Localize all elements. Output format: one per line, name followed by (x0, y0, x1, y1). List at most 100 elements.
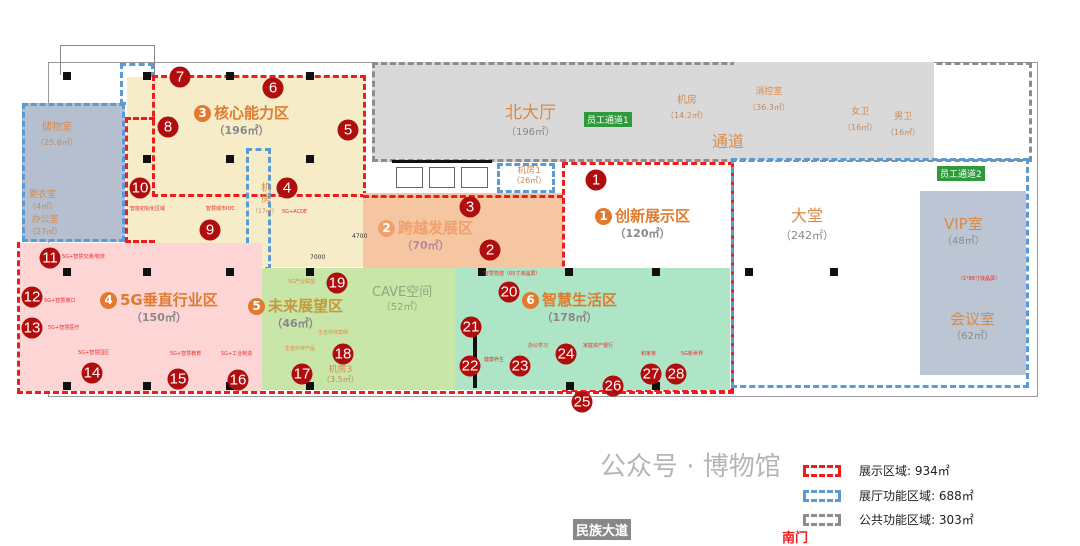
marker-23[interactable]: 23 (509, 355, 531, 377)
caption: 5G产业联盟 (288, 279, 316, 285)
marker-7[interactable]: 7 (169, 66, 191, 88)
marker-10[interactable]: 10 (129, 177, 151, 199)
legend-swatch (803, 489, 841, 502)
caption: 家庭资产银行 (583, 343, 614, 349)
column (306, 382, 314, 390)
legend-label: 公共功能区域: (859, 513, 936, 527)
caption: 智慧城市IOC (206, 206, 235, 212)
marker-6[interactable]: 6 (262, 77, 284, 99)
legend-value: 303㎡ (938, 513, 974, 527)
function-area-boundary-west (22, 103, 125, 242)
column (652, 268, 660, 276)
column (306, 268, 314, 276)
marker-28[interactable]: 28 (665, 363, 687, 385)
caption: 智能初始化区域 (130, 206, 166, 212)
column (306, 155, 314, 163)
marker-20[interactable]: 20 (498, 281, 520, 303)
vip-room-label: VIP室（48㎡） (942, 215, 985, 247)
caption: 5G+智慧港口 (44, 298, 76, 304)
marker-11[interactable]: 11 (39, 247, 61, 269)
column (566, 382, 574, 390)
column (226, 72, 234, 80)
legend-swatch (803, 513, 841, 526)
marker-14[interactable]: 14 (81, 362, 103, 384)
legend-value: 934㎡ (914, 464, 950, 478)
column (830, 268, 838, 276)
exhibit-boundary-core-west (125, 117, 155, 243)
column (478, 268, 486, 276)
stairwell-north (60, 45, 155, 75)
caption: 5G+智慧交通/物流 (62, 254, 105, 260)
marker-16[interactable]: 16 (227, 369, 249, 391)
marker-15[interactable]: 15 (167, 368, 189, 390)
marker-1[interactable]: 1 (585, 169, 607, 191)
marker-17[interactable]: 17 (291, 363, 313, 385)
marker-5[interactable]: 5 (337, 119, 359, 141)
column (652, 382, 660, 390)
caption: 和家亲 (641, 351, 657, 357)
legend-exhibit: 展示区域: 934㎡ (803, 462, 950, 479)
dimension-label: 7000 (310, 254, 326, 261)
machine-room-2-area: （17㎡） (252, 208, 278, 215)
street-label: 民族大道 (573, 519, 632, 540)
wall (473, 318, 477, 388)
column (143, 72, 151, 80)
machine-room-1-boundary (497, 163, 555, 193)
exhibit-boundary-leap (363, 160, 563, 198)
locker-label: 更衣室（4㎡） (28, 190, 58, 211)
watermark: 公众号 · 博物馆 (600, 452, 781, 482)
marker-9[interactable]: 9 (199, 219, 221, 241)
marker-3[interactable]: 3 (459, 196, 481, 218)
marker-25[interactable]: 25 (571, 391, 593, 413)
column (226, 155, 234, 163)
caption: 智慧党建（65寸液晶屏） (484, 271, 541, 277)
caption: 5G+ACDE (282, 209, 308, 215)
caption: 5G+智慧教育 (170, 351, 202, 357)
legend-hall-function: 展厅功能区域: 688㎡ (803, 487, 974, 504)
legend-label: 展示区域: (859, 464, 912, 478)
legend-value: 688㎡ (938, 489, 974, 503)
staff-passage-1: 员工通道1 (584, 112, 632, 127)
marker-19[interactable]: 19 (326, 272, 348, 294)
marker-2[interactable]: 2 (479, 239, 501, 261)
marker-12[interactable]: 12 (21, 286, 43, 308)
marker-21[interactable]: 21 (460, 316, 482, 338)
control-room-label: 消控室（36.3㎡） (748, 87, 790, 112)
marker-24[interactable]: 24 (555, 343, 577, 365)
control-room-area (734, 62, 934, 160)
column (63, 72, 71, 80)
column (306, 72, 314, 80)
cave-label: CAVE空间（52㎡） (372, 285, 433, 313)
marker-22[interactable]: 22 (459, 355, 481, 377)
staff-passage-2: 员工通道2 (937, 166, 985, 181)
column (565, 268, 573, 276)
column (745, 268, 753, 276)
marker-26[interactable]: 26 (602, 375, 624, 397)
zone-smart-living (455, 268, 730, 390)
marker-13[interactable]: 13 (21, 317, 43, 339)
office-label: 办公室（27㎡） (28, 215, 63, 236)
marker-18[interactable]: 18 (332, 343, 354, 365)
public-area-boundary (372, 62, 1032, 162)
machine-room-1-label: 机房1（26㎡） (512, 166, 547, 185)
machine-room-3-label: 机房3（3.5㎡） (322, 365, 359, 385)
column (63, 382, 71, 390)
exhibit-boundary-core (152, 75, 366, 197)
marker-8[interactable]: 8 (157, 116, 179, 138)
caption: 生态伙伴案例 (318, 330, 349, 336)
storage-office-area (22, 103, 125, 242)
female-wc-label: 女卫（16㎡） (843, 107, 878, 132)
legend: 展示区域: 934㎡ 展厅功能区域: 688㎡ 公共功能区域: 303㎡ (803, 462, 1043, 532)
marker-4[interactable]: 4 (276, 177, 298, 199)
south-gate-label: 南门 (782, 531, 809, 546)
caption: （1*86寸液晶屏） (958, 276, 1001, 282)
lobby-area (731, 158, 1029, 388)
machine-room-2-label: 机房 (261, 183, 271, 205)
marker-27[interactable]: 27 (640, 363, 662, 385)
male-wc-label: 男卫（16㎡） (886, 112, 921, 137)
